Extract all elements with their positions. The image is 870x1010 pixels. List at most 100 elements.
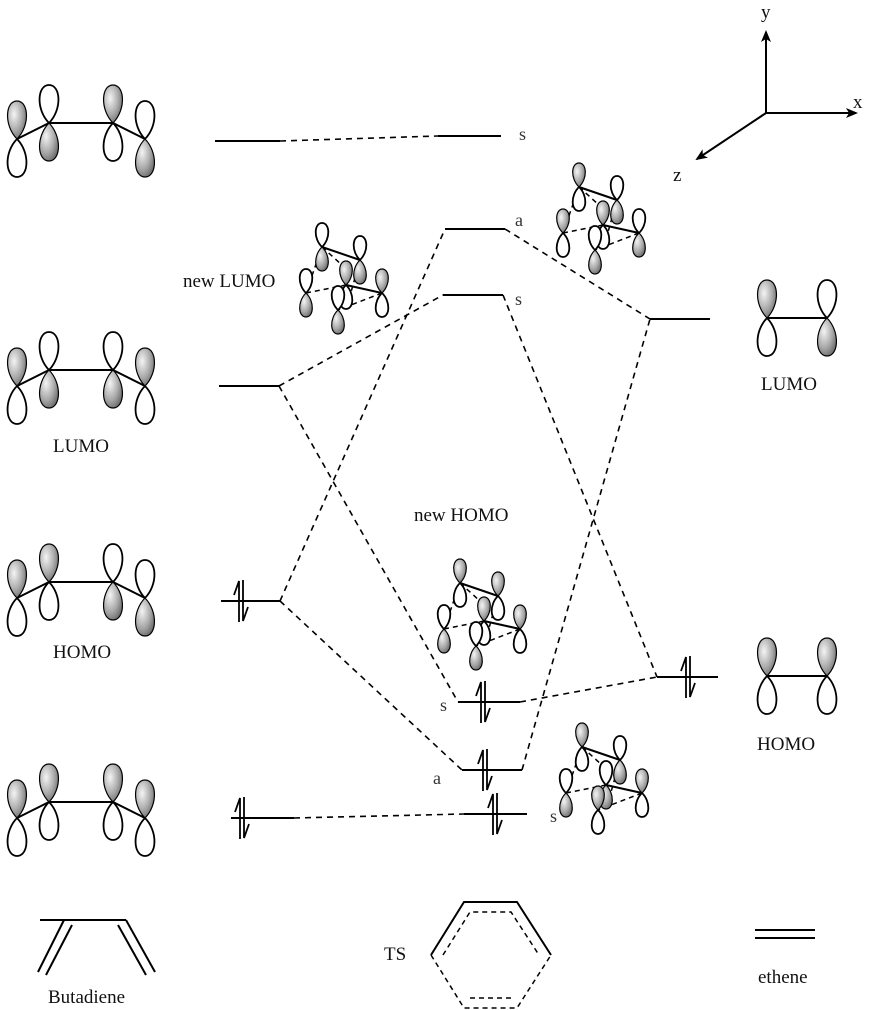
corr-a-lower-ethene-lumo: [521, 318, 651, 771]
butadiene-homo-orbital-icon: [6, 543, 156, 637]
shaded-lobe: [6, 779, 28, 819]
empty-lobe: [6, 384, 28, 425]
ts-structure-icon: [430, 901, 552, 1009]
empty-lobe: [558, 768, 574, 795]
shaded-lobe: [572, 162, 586, 188]
empty-lobe: [512, 627, 528, 654]
shaded-lobe: [556, 208, 570, 234]
empty-lobe: [102, 543, 124, 584]
ethene-homo-orbital-icon: [756, 637, 838, 715]
correlation-lines: [278, 135, 658, 819]
shaded-lobe: [6, 347, 28, 387]
empty-lobe: [631, 208, 647, 235]
ethene-lumo-orbital-icon: [756, 279, 838, 357]
electron-pair-icon: [234, 797, 250, 839]
energy-levels: [215, 135, 718, 819]
shaded-lobe: [375, 268, 389, 294]
shaded-lobe: [816, 637, 838, 677]
shaded-lobe: [102, 763, 124, 803]
empty-lobe: [756, 674, 778, 715]
shaded-lobe: [588, 249, 602, 275]
empty-lobe: [102, 800, 124, 841]
empty-lobe: [452, 581, 468, 608]
butadiene-lumo-orbital-icon: [6, 331, 156, 425]
corr-homo-a-upper: [279, 228, 446, 602]
y-axis-label: y: [761, 2, 771, 23]
ethene-homo-label: HOMO: [757, 734, 815, 755]
sym-label-a-lower: a: [433, 768, 441, 788]
sym-label-s-newlumo: s: [515, 289, 522, 309]
shaded-lobe: [756, 637, 778, 677]
empty-lobe: [298, 268, 314, 295]
shaded-lobe: [816, 317, 838, 357]
empty-lobe: [134, 384, 156, 425]
butadiene-label: Butadiene: [48, 987, 125, 1008]
shaded-lobe: [38, 122, 60, 162]
empty-lobe: [134, 100, 156, 141]
corr-lumo-newhomo: [278, 385, 459, 703]
electron-pairs: [233, 580, 696, 839]
x-axis-label: x: [853, 92, 863, 113]
empty-lobe: [102, 331, 124, 372]
shaded-lobe: [635, 768, 649, 794]
shaded-lobe: [610, 199, 624, 225]
empty-lobe: [436, 604, 452, 631]
corr-lumo-newlumo: [278, 294, 444, 387]
z-axis-label: z: [673, 165, 681, 186]
empty-lobe: [816, 279, 838, 320]
empty-lobe: [38, 331, 60, 372]
shaded-lobe: [6, 559, 28, 599]
ethene-label: ethene: [758, 967, 808, 988]
empty-lobe: [38, 800, 60, 841]
empty-lobe: [134, 816, 156, 857]
empty-lobe: [468, 621, 484, 648]
shaded-lobe: [102, 369, 124, 409]
empty-lobe: [6, 596, 28, 637]
corr-newlumo-ethene-homo: [502, 294, 658, 678]
empty-lobe: [598, 760, 614, 787]
new-homo-label: new HOMO: [414, 505, 508, 526]
empty-lobe: [314, 222, 330, 249]
empty-lobe: [555, 231, 571, 258]
empty-lobe: [102, 121, 124, 162]
shaded-lobe: [437, 628, 451, 654]
ts-label: TS: [384, 944, 406, 965]
butadiene-structure-icon: [37, 919, 156, 976]
shaded-lobe: [6, 100, 28, 140]
butadiene-lumo-label: LUMO: [53, 436, 109, 457]
ts-sigma-orbital-icon: [558, 722, 650, 835]
butadiene-homo-label: HOMO: [53, 642, 111, 663]
shaded-lobe: [575, 722, 589, 748]
shaded-lobe: [102, 84, 124, 124]
empty-lobe: [38, 580, 60, 621]
ethene-structure-icon: [755, 929, 815, 939]
sym-label-s-newhomo: s: [440, 695, 447, 715]
shaded-lobe: [632, 232, 646, 258]
shaded-lobe: [299, 292, 313, 318]
electron-pair-icon: [680, 656, 696, 698]
shaded-lobe: [315, 246, 329, 272]
shaded-lobe: [756, 279, 778, 319]
corr-a-upper-ethene-lumo: [504, 228, 651, 320]
empty-lobe: [612, 735, 628, 762]
z-axis-arrow: [695, 112, 767, 161]
shaded-lobe: [134, 779, 156, 819]
shaded-lobe: [477, 596, 491, 622]
corr-homo-a-lower: [279, 600, 463, 771]
shaded-lobe: [353, 259, 367, 285]
shaded-lobe: [469, 645, 483, 671]
butadiene-psi4-orbital-icon: [6, 84, 156, 178]
ts-new-lumo-orbital-icon: [298, 222, 390, 335]
ts-sigma-star-orbital-icon: [555, 162, 647, 275]
empty-lobe: [134, 559, 156, 600]
shaded-lobe: [134, 347, 156, 387]
empty-lobe: [587, 225, 603, 252]
shaded-lobe: [559, 792, 573, 818]
corr-newhomo-ethene-homo: [519, 676, 658, 703]
electron-pair-icon: [475, 681, 491, 723]
shaded-lobe: [513, 604, 527, 630]
electron-pair-icon: [487, 793, 503, 835]
butadiene-psi1-orbital-icon: [6, 763, 156, 857]
shaded-lobe: [491, 571, 505, 597]
ts-new-homo-orbital-icon: [436, 558, 528, 671]
